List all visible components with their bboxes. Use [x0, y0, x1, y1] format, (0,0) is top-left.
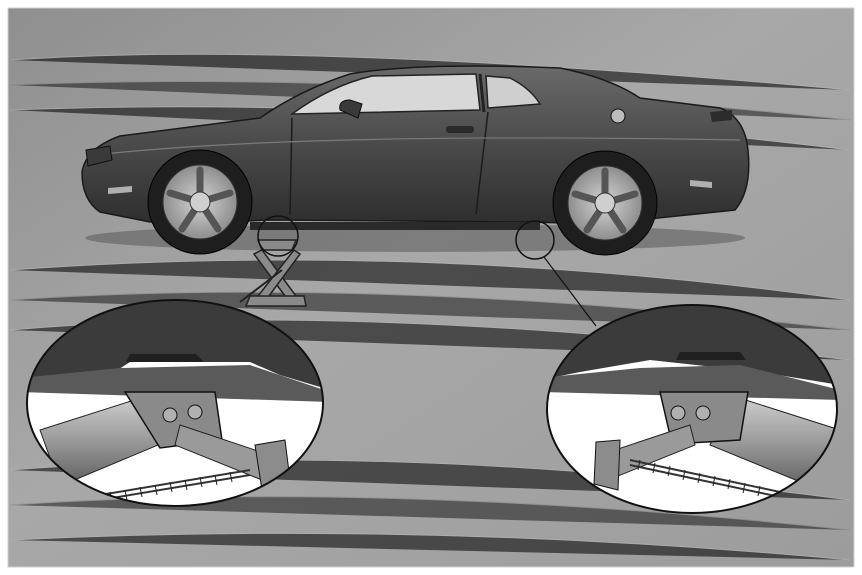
- front-wheel: [148, 150, 252, 254]
- fuel-cap: [611, 109, 625, 123]
- rear-wheel: [553, 151, 657, 255]
- door-handle: [446, 126, 474, 133]
- spoiler: [710, 110, 732, 122]
